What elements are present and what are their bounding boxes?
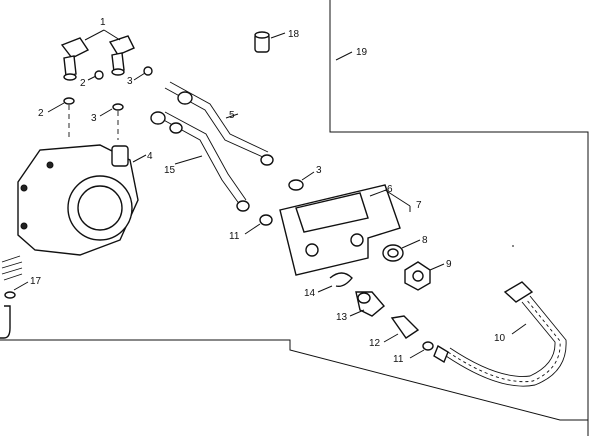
callout-9: 9: [446, 259, 452, 270]
connector-part-13: [349, 291, 385, 317]
pipe-part-5: [164, 81, 274, 166]
callout-2b: 2: [38, 108, 44, 119]
callout-14: 14: [304, 288, 316, 299]
plug-part-18: [254, 31, 286, 53]
o-rings-mid: [244, 171, 315, 235]
callout-10: 10: [494, 333, 506, 344]
callout-19: 19: [356, 47, 368, 58]
o-rings-top: [47, 66, 153, 140]
callout-1: 1: [100, 17, 106, 28]
washer-part-8: [382, 239, 421, 262]
callout-6: 6: [387, 184, 393, 195]
leader-19: [335, 51, 353, 61]
callout-2a: 2: [80, 78, 86, 89]
elbow-fitting-part-1: [60, 29, 135, 81]
fitting-part-17: [0, 281, 29, 339]
o-ring-lower: [409, 341, 434, 359]
callout-8: 8: [422, 235, 428, 246]
callout-12: 12: [369, 338, 381, 349]
callout-18: 18: [288, 29, 300, 40]
callout-13: 13: [336, 312, 348, 323]
callout-11a: 11: [229, 231, 240, 242]
callout-7: 7: [416, 200, 422, 211]
bracket-plate-part-6-7: [279, 184, 411, 276]
nut-part-9: [404, 261, 445, 291]
callout-3a: 3: [127, 76, 133, 87]
callout-3c: 3: [316, 165, 322, 176]
panel-outline: [0, 0, 589, 436]
valve-body-part-4: [17, 144, 147, 256]
callout-17: 17: [30, 276, 42, 287]
callout-4: 4: [147, 151, 153, 162]
clip-part-14: [317, 272, 353, 293]
callout-15: 15: [164, 165, 176, 176]
pipe-part-15: [150, 111, 250, 212]
callout-11b: 11: [393, 354, 404, 365]
callout-3b: 3: [91, 113, 97, 124]
shim-stack: [1, 255, 23, 281]
fitting-part-12: [383, 315, 420, 343]
callout-5: 5: [229, 110, 235, 121]
hose-part-10: [433, 281, 567, 387]
